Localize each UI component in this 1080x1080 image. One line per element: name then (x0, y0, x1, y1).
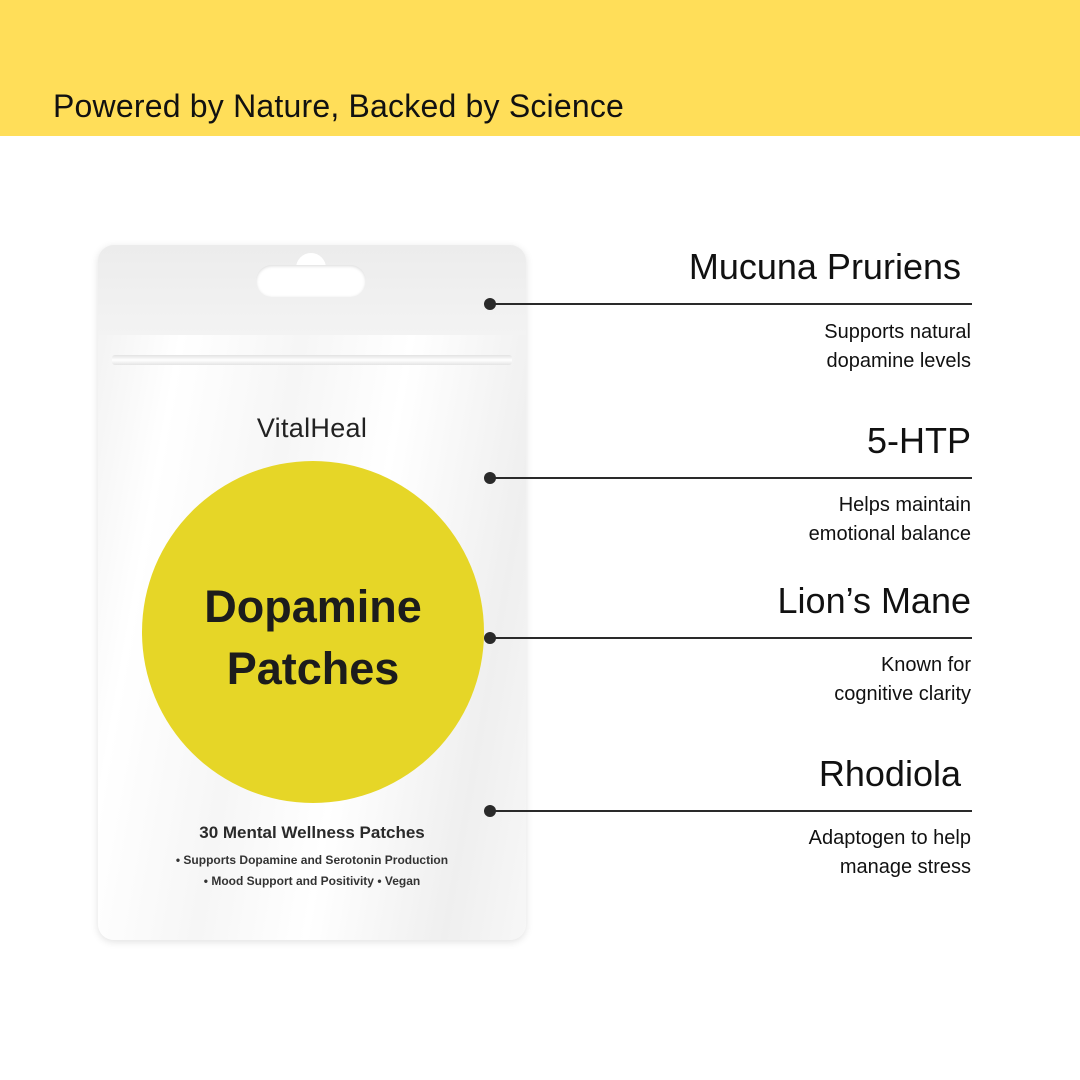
description-line: Adaptogen to help (808, 827, 971, 849)
label-circle: Dopamine Patches (142, 461, 484, 803)
description-line: emotional balance (808, 523, 971, 545)
product-title-line-1: Dopamine (204, 581, 422, 632)
product-title: Dopamine Patches (142, 576, 484, 700)
connector-line (490, 477, 972, 479)
ingredient-name: 5-HTP (866, 420, 971, 461)
description-line: cognitive clarity (834, 683, 971, 705)
product-pouch-image: VitalHeal Dopamine Patches 30 Mental Wel… (98, 245, 526, 940)
benefit-line-2: • Mood Support and Positivity • Vegan (203, 874, 421, 888)
zip-seal (112, 355, 512, 365)
description-line: Supports natural (824, 321, 971, 343)
connector-line (490, 810, 972, 812)
ingredient-description: Supports natural dopamine levels (824, 318, 971, 376)
header-banner: Powered by Nature, Backed by Science (0, 0, 1080, 136)
hang-hole (256, 265, 366, 297)
description-line: Known for (880, 654, 971, 676)
benefit-line-1: • Supports Dopamine and Serotonin Produc… (175, 853, 449, 867)
description-line: Helps maintain (838, 494, 971, 516)
ingredient-description: Known for cognitive clarity (834, 651, 971, 709)
patch-count: 30 Mental Wellness Patches (199, 823, 425, 842)
ingredient-description: Helps maintain emotional balance (809, 491, 971, 549)
description-line: manage stress (839, 856, 971, 878)
ingredient-description: Adaptogen to help manage stress (809, 824, 971, 882)
product-title-line-2: Patches (226, 643, 400, 694)
tagline: Powered by Nature, Backed by Science (53, 88, 625, 124)
description-line: dopamine levels (826, 350, 971, 372)
ingredient-name: Lion’s Mane (777, 580, 971, 621)
ingredient-name: Mucuna Pruriens (688, 246, 961, 287)
ingredient-name: Rhodiola (818, 753, 961, 794)
brand-name: VitalHeal (256, 413, 368, 443)
connector-line (490, 637, 972, 639)
connector-line (490, 303, 972, 305)
